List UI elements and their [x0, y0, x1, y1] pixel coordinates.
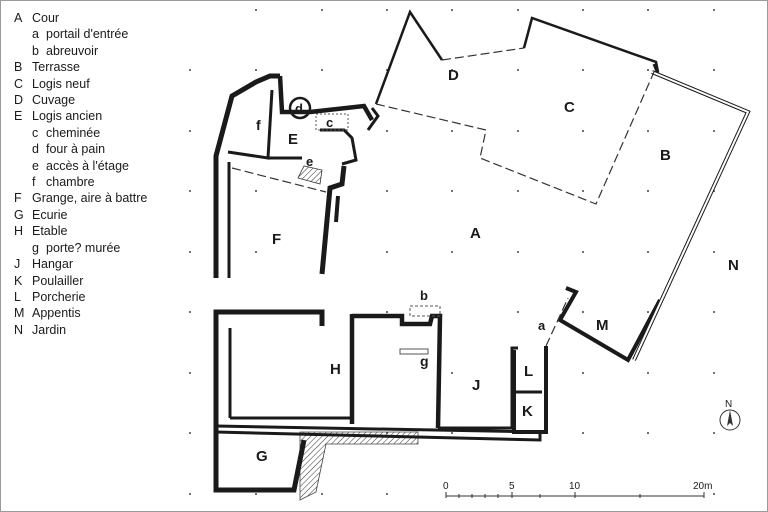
- scale-label: 5: [509, 481, 515, 492]
- label-C: C: [564, 99, 575, 116]
- plan-labels: A B C D E F G H J K L M N a b c d e f g: [256, 67, 739, 465]
- scale-label: 0: [443, 481, 449, 492]
- label-c: c: [326, 115, 333, 130]
- scale-bar: [445, 492, 705, 498]
- dashed-walls: [231, 47, 655, 347]
- walls: [213, 9, 751, 493]
- label-N: N: [728, 257, 739, 274]
- wall-cuvage-north: [374, 9, 444, 105]
- wall-ecurie: [213, 436, 307, 493]
- label-G: G: [256, 448, 268, 465]
- wall-etable-west: [213, 309, 325, 440]
- label-A: A: [470, 225, 481, 242]
- wall-grange-west: [213, 73, 280, 278]
- dashed-grange-north: [231, 167, 327, 193]
- label-H: H: [330, 361, 341, 378]
- wall-grange-east-2: [334, 195, 340, 223]
- four-a-pain-icon: [288, 96, 312, 120]
- dashed-cuvage-north: [441, 47, 525, 61]
- porte-muree-icon: [399, 348, 429, 355]
- north-arrow: N: [719, 399, 741, 431]
- label-J: J: [472, 377, 480, 394]
- wall-appentis: [557, 286, 662, 363]
- features: [288, 96, 441, 355]
- scale-labels: 0 5 10 20m: [443, 481, 712, 492]
- dashed-logis-neuf-south: [375, 71, 655, 205]
- wall-cheminee: [320, 128, 358, 166]
- label-b: b: [420, 288, 428, 303]
- grid-dots: [189, 9, 715, 495]
- wall-chambre: [227, 89, 274, 160]
- wall-grange-east: [319, 165, 347, 275]
- label-e: e: [306, 154, 313, 169]
- scale-label: 10: [569, 481, 581, 492]
- wall-hangar: [352, 313, 443, 429]
- label-F: F: [272, 231, 281, 248]
- hatched-ramp: [299, 431, 419, 501]
- staircase-icon: [297, 165, 323, 185]
- label-B: B: [660, 147, 671, 164]
- wall-logis-ancien-east: [366, 107, 380, 131]
- abreuvoir-icon: [409, 305, 441, 317]
- north-label: N: [725, 399, 732, 410]
- label-E: E: [288, 131, 298, 148]
- label-D: D: [448, 67, 459, 84]
- label-M: M: [596, 317, 609, 334]
- label-f: f: [256, 117, 261, 133]
- label-a: a: [538, 318, 546, 333]
- scale-label: 20m: [693, 481, 712, 492]
- wall-south: [215, 424, 542, 442]
- wall-logis-ancien-north: [277, 75, 374, 122]
- label-K: K: [522, 403, 533, 420]
- dashed-portail: [545, 297, 569, 347]
- label-g: g: [420, 353, 429, 369]
- label-d: d: [295, 101, 303, 116]
- label-L: L: [524, 363, 533, 380]
- wall-logis-neuf-north: [522, 16, 660, 73]
- cheminee-icon: [315, 113, 349, 131]
